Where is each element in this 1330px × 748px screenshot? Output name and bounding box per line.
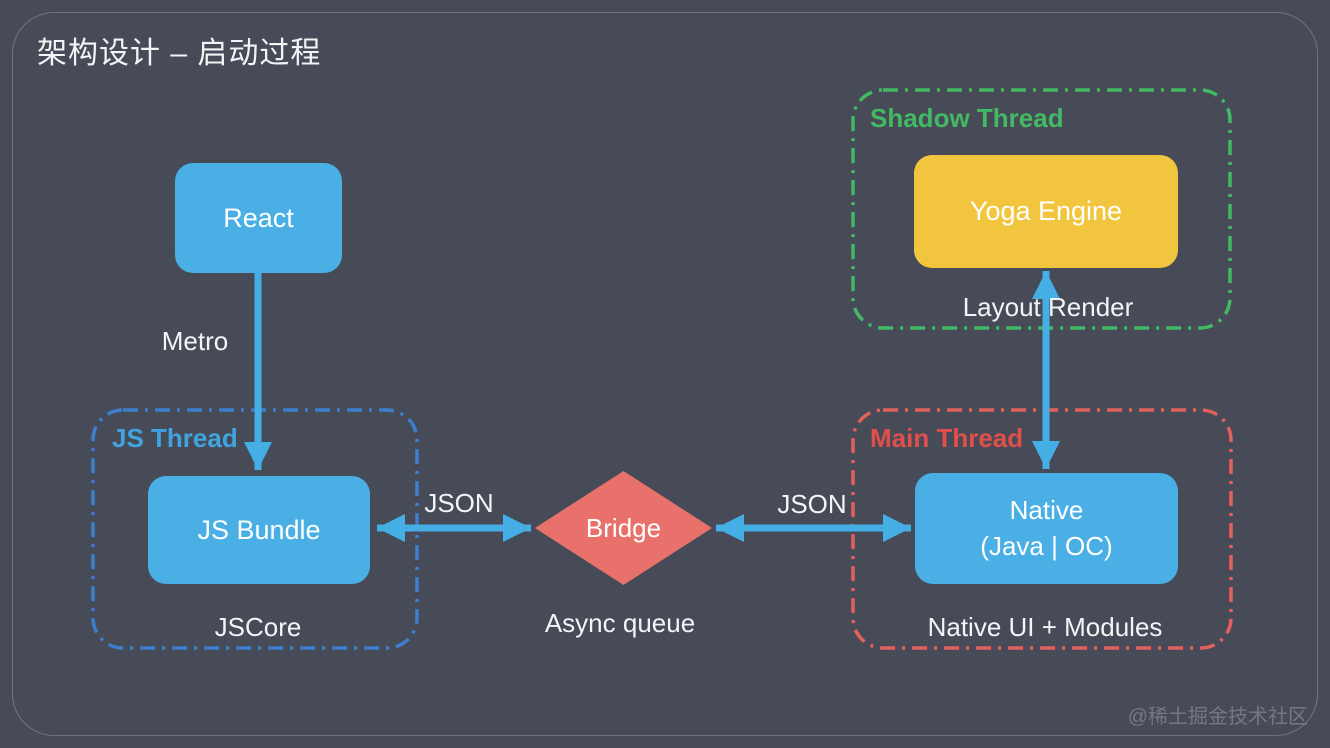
js-thread-caption: JSCore: [214, 612, 302, 642]
node-react-label: React: [223, 202, 294, 233]
watermark-text: @稀土掘金技术社区: [1127, 706, 1308, 728]
node-js-bundle: JS Bundle: [148, 476, 370, 584]
node-native: Native (Java | OC): [915, 473, 1178, 584]
edge-label-json-right: JSON: [777, 489, 847, 519]
node-native-label-line2: (Java | OC): [980, 530, 1113, 561]
main-thread-group-border: [851, 408, 1233, 650]
main-thread-caption: Native UI + Modules: [927, 612, 1163, 642]
edge-label-async-queue: Async queue: [544, 608, 696, 638]
edge-label-json-left: JSON: [424, 488, 494, 518]
edge-label-metro: Metro: [161, 326, 229, 356]
js-thread-group-label: JS Thread: [112, 423, 238, 453]
node-react: React: [175, 163, 342, 273]
node-bridge-label: Bridge: [585, 512, 662, 543]
shadow-thread-caption: Layout Render: [962, 292, 1134, 322]
node-yoga-engine: Yoga Engine: [914, 155, 1178, 268]
node-native-label-line1: Native: [1009, 495, 1084, 526]
main-thread-group-label: Main Thread: [870, 423, 1024, 453]
shadow-thread-group-label: Shadow Thread: [870, 103, 1064, 133]
node-yoga-engine-label: Yoga Engine: [969, 196, 1123, 227]
node-js-bundle-label: JS Bundle: [197, 514, 321, 545]
page-title: 架构设计 – 启动过程: [37, 37, 322, 70]
